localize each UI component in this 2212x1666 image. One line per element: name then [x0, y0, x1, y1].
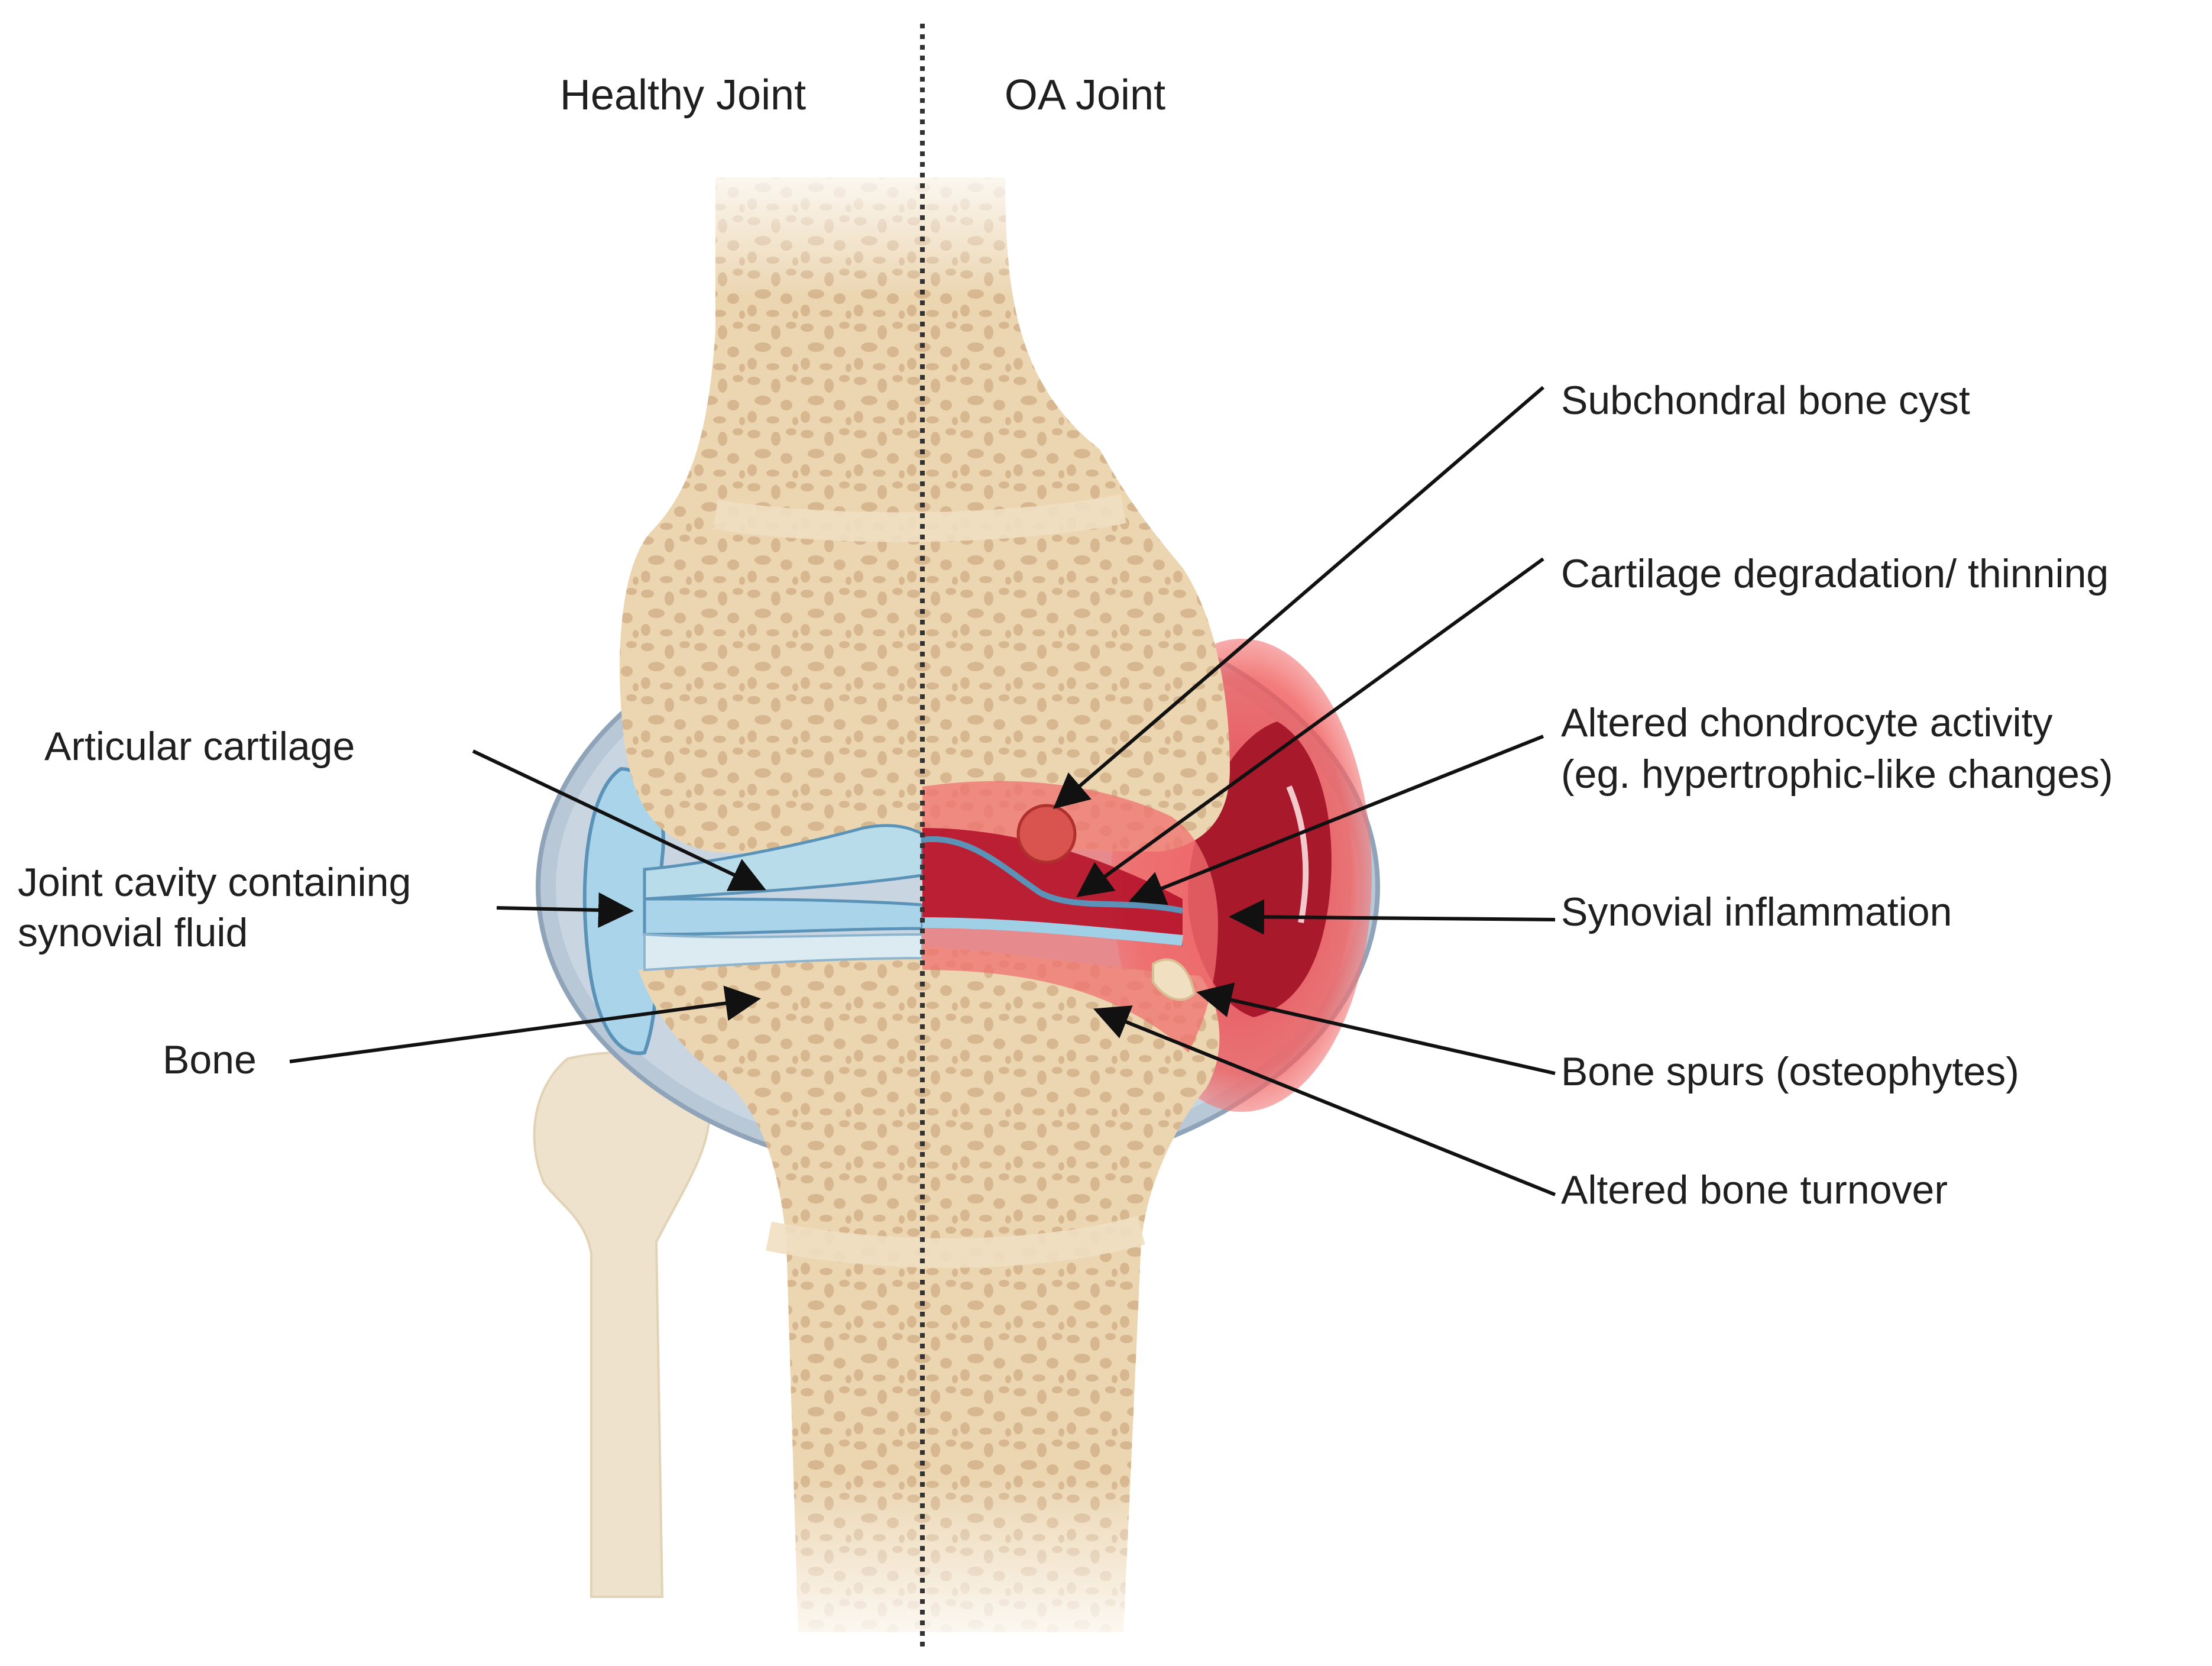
label-cartilage-degradation: Cartilage degradation/ thinning: [1561, 551, 2109, 596]
label-joint-cavity-line1: Joint cavity containing: [18, 860, 411, 905]
subchondral-bone-cyst: [1016, 804, 1077, 864]
oa-joint-header: OA Joint: [1005, 72, 1165, 119]
arrow-icon: [1196, 982, 1556, 1075]
label-chondrocyte-line2: (eg. hypertrophic-like changes): [1561, 752, 2113, 797]
fibula-bone: [533, 1052, 711, 1598]
arrow-icon: [472, 749, 766, 891]
bone-spur: [1152, 958, 1196, 1001]
arrow-icon: [289, 985, 761, 1063]
joint-space-left: [643, 897, 922, 936]
articular-cartilage-upper: [643, 824, 922, 901]
label-articular-cartilage: Articular cartilage: [44, 724, 355, 769]
arrow-icon: [1052, 386, 1544, 809]
label-chondrocyte-line1: Altered chondrocyte activity: [1561, 700, 2053, 745]
label-altered-bone-turnover: Altered bone turnover: [1561, 1167, 1948, 1212]
arrow-icon: [1076, 557, 1544, 898]
arrow-icon: [1093, 1005, 1556, 1196]
label-subchondral-bone-cyst: Subchondral bone cyst: [1561, 378, 1970, 423]
label-synovial-inflammation: Synovial inflammation: [1561, 889, 1952, 934]
articular-cartilage-lower: [643, 933, 922, 972]
arrow-icon: [496, 892, 634, 928]
label-bone-spurs: Bone spurs (osteophytes): [1561, 1049, 2019, 1094]
arrow-icon: [1128, 735, 1544, 905]
healthy-joint-header: Healthy Joint: [560, 72, 806, 119]
degraded-cartilage: [922, 836, 1183, 914]
label-bone: Bone: [163, 1037, 257, 1082]
arrow-icon: [1229, 899, 1556, 935]
label-joint-cavity-line2: synovial fluid: [18, 910, 248, 955]
